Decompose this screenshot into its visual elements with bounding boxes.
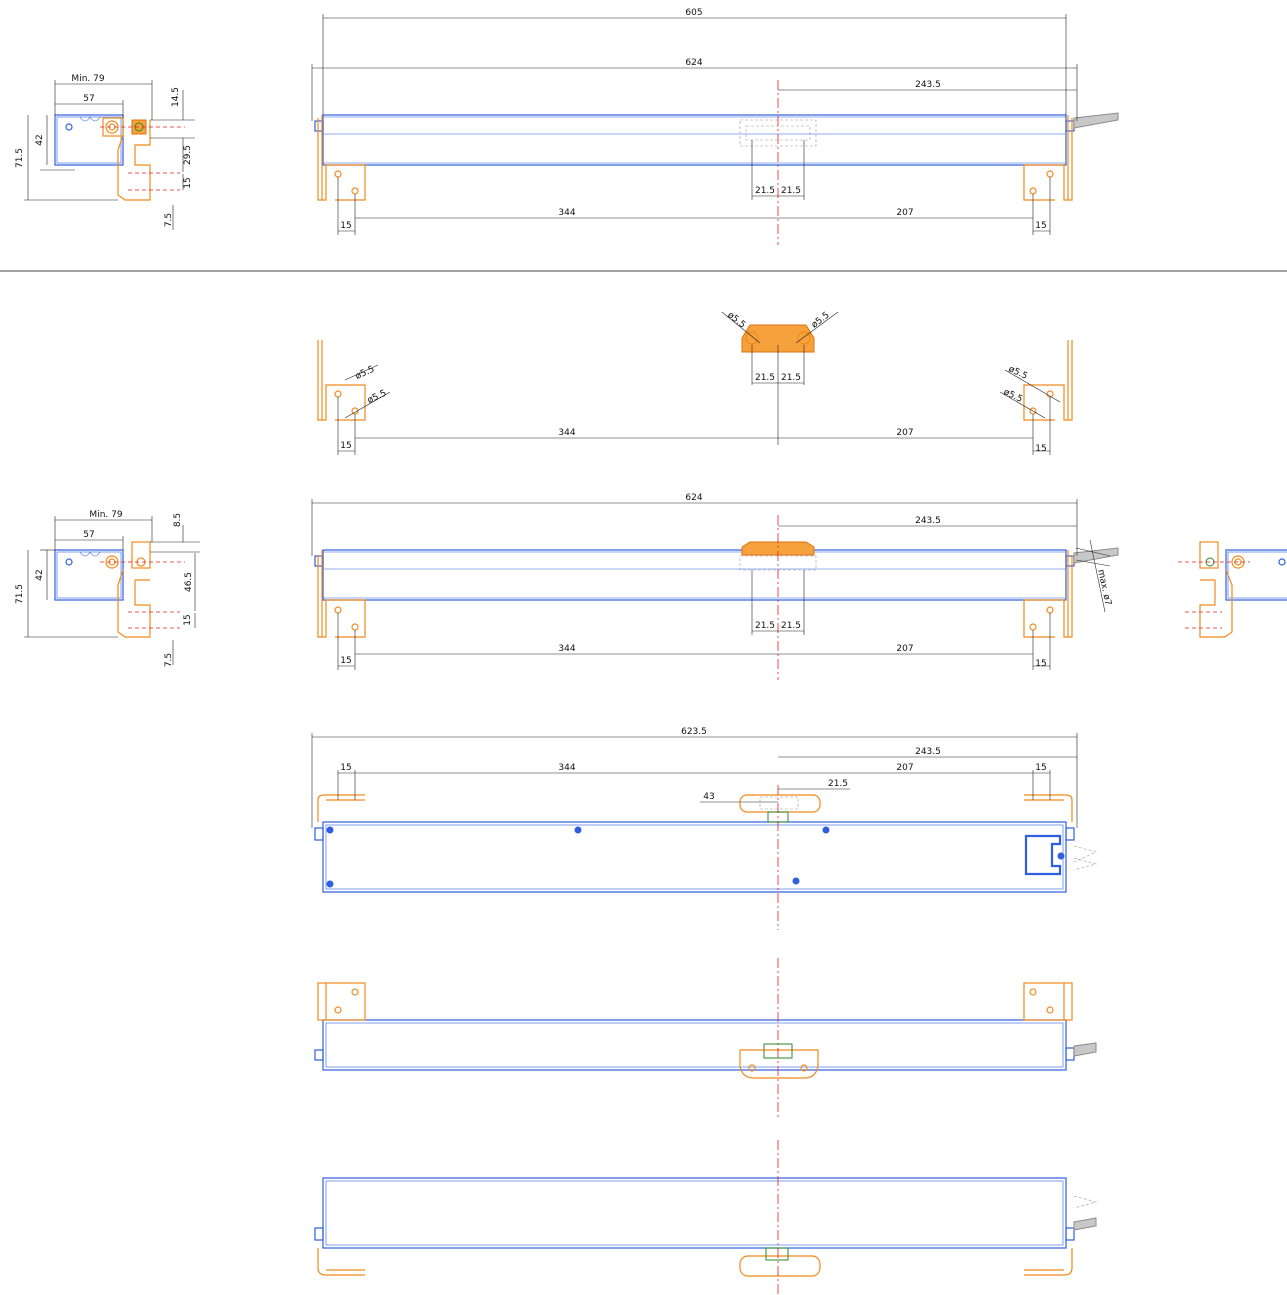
dim-min-79: Min. 79 — [71, 74, 104, 84]
dim-344: 344 — [558, 644, 575, 654]
actuator-side-profile — [54, 114, 124, 166]
bracket-right — [1023, 118, 1073, 201]
dim-207: 207 — [896, 763, 913, 773]
dim-dia-5-5-left-a: ø5.5 — [354, 364, 376, 381]
dim-243-5: 243.5 — [915, 516, 941, 526]
dim-21-5: 21.5 — [828, 779, 848, 789]
dim-344: 344 — [558, 763, 575, 773]
dim-15-right: 15 — [1035, 763, 1046, 773]
brackets-detail-view: ø5.5 ø5.5 ø5.5 ø5.5 ø5.5 ø5.5 21.5 21.5 … — [317, 310, 1073, 455]
bracket-left — [317, 982, 366, 1021]
dim-dia-5-5-left-b: ø5.5 — [366, 388, 388, 405]
center-fitting — [739, 1255, 821, 1277]
dim-43: 43 — [703, 792, 714, 802]
dim-15-left: 15 — [340, 763, 351, 773]
dim-207: 207 — [896, 428, 913, 438]
dim-max-dia-7: max. ø7 — [1095, 569, 1112, 607]
actuator-body — [322, 1177, 1067, 1249]
bracket-left — [317, 118, 366, 201]
dim-15-right: 15 — [1035, 659, 1046, 669]
dim-605: 605 — [685, 8, 702, 18]
bracket-detail-right — [1023, 340, 1073, 421]
dim-15-right: 15 — [1035, 444, 1046, 454]
center-fitting — [741, 324, 815, 353]
actuator-body — [322, 549, 1067, 601]
dim-57: 57 — [83, 530, 94, 540]
bracket-left — [317, 1248, 365, 1276]
dim-207: 207 — [896, 208, 913, 218]
dim-15: 15 — [183, 177, 193, 188]
dim-71-5: 71.5 — [15, 584, 25, 604]
dim-15-right: 15 — [1035, 221, 1046, 231]
dim-344: 344 — [558, 208, 575, 218]
view2-side-view: Min. 79 57 42 71.5 8.5 46.5 15 7.5 — [15, 510, 200, 667]
bracket-detail-left — [317, 340, 366, 421]
view2-front-view: 624 243.5 21.5 21.5 15 344 207 15 max. ø… — [311, 493, 1119, 680]
view2-right-side-view — [1178, 541, 1287, 638]
view3-top-view: 623.5 243.5 15 344 207 15 21.5 43 — [311, 727, 1098, 930]
dim-15-left: 15 — [340, 656, 351, 666]
actuator-side-profile — [54, 549, 124, 601]
dim-42: 42 — [35, 134, 45, 145]
bracket-top-left — [317, 794, 365, 822]
view1-side-view: Min. 79 57 42 71.5 14.5 29.5 15 7.5 — [15, 74, 195, 230]
dim-21-5-right: 21.5 — [781, 186, 801, 196]
actuator-body — [322, 1019, 1067, 1071]
center-fitting — [739, 1049, 819, 1079]
dim-624: 624 — [685, 493, 702, 503]
actuator-body — [322, 114, 1067, 166]
dim-71-5: 71.5 — [15, 148, 25, 168]
bracket-right — [1024, 1248, 1073, 1276]
center-fitting-top — [739, 794, 821, 813]
dim-7-5: 7.5 — [164, 653, 174, 667]
dim-dia-5-5-right-b: ø5.5 — [1002, 387, 1024, 404]
dim-14-5: 14.5 — [171, 87, 181, 107]
dim-243-5: 243.5 — [915, 747, 941, 757]
dim-21-5-right: 21.5 — [781, 373, 801, 383]
view5-front-view — [314, 1140, 1098, 1295]
dim-8-5: 8.5 — [173, 513, 183, 527]
view4-front-view — [314, 958, 1097, 1120]
dim-7-5: 7.5 — [164, 213, 174, 227]
dim-dia-5-5-center-left: ø5.5 — [725, 310, 747, 330]
dim-42: 42 — [35, 569, 45, 580]
cable — [1073, 112, 1119, 129]
dim-29-5: 29.5 — [183, 145, 193, 165]
dim-624: 624 — [685, 58, 702, 68]
bracket-right — [1023, 982, 1073, 1021]
end-cap — [1024, 834, 1062, 876]
dim-207: 207 — [896, 644, 913, 654]
dim-21-5-left: 21.5 — [755, 621, 775, 631]
actuator-body-top — [322, 821, 1067, 893]
dim-15: 15 — [183, 614, 193, 625]
dim-46-5: 46.5 — [184, 572, 194, 592]
view1-front-view: 605 624 243.5 21.5 21.5 15 344 207 15 — [311, 8, 1119, 245]
center-fitting — [741, 541, 815, 556]
dim-15-left: 15 — [340, 221, 351, 231]
dim-57: 57 — [83, 94, 94, 104]
dim-15-left: 15 — [340, 441, 351, 451]
dim-344: 344 — [558, 428, 575, 438]
dim-21-5-left: 21.5 — [755, 373, 775, 383]
dim-min-79: Min. 79 — [89, 510, 122, 520]
bracket-top-right — [1024, 794, 1073, 822]
bracket-left — [317, 555, 366, 638]
dim-243-5: 243.5 — [915, 80, 941, 90]
dim-21-5-right: 21.5 — [781, 621, 801, 631]
cable — [1073, 547, 1119, 564]
dim-dia-5-5-center-right: ø5.5 — [810, 310, 832, 330]
dim-dia-5-5-right-a: ø5.5 — [1007, 364, 1029, 381]
dim-21-5-left: 21.5 — [755, 186, 775, 196]
bracket-right — [1023, 555, 1073, 638]
dim-623-5: 623.5 — [681, 727, 707, 737]
